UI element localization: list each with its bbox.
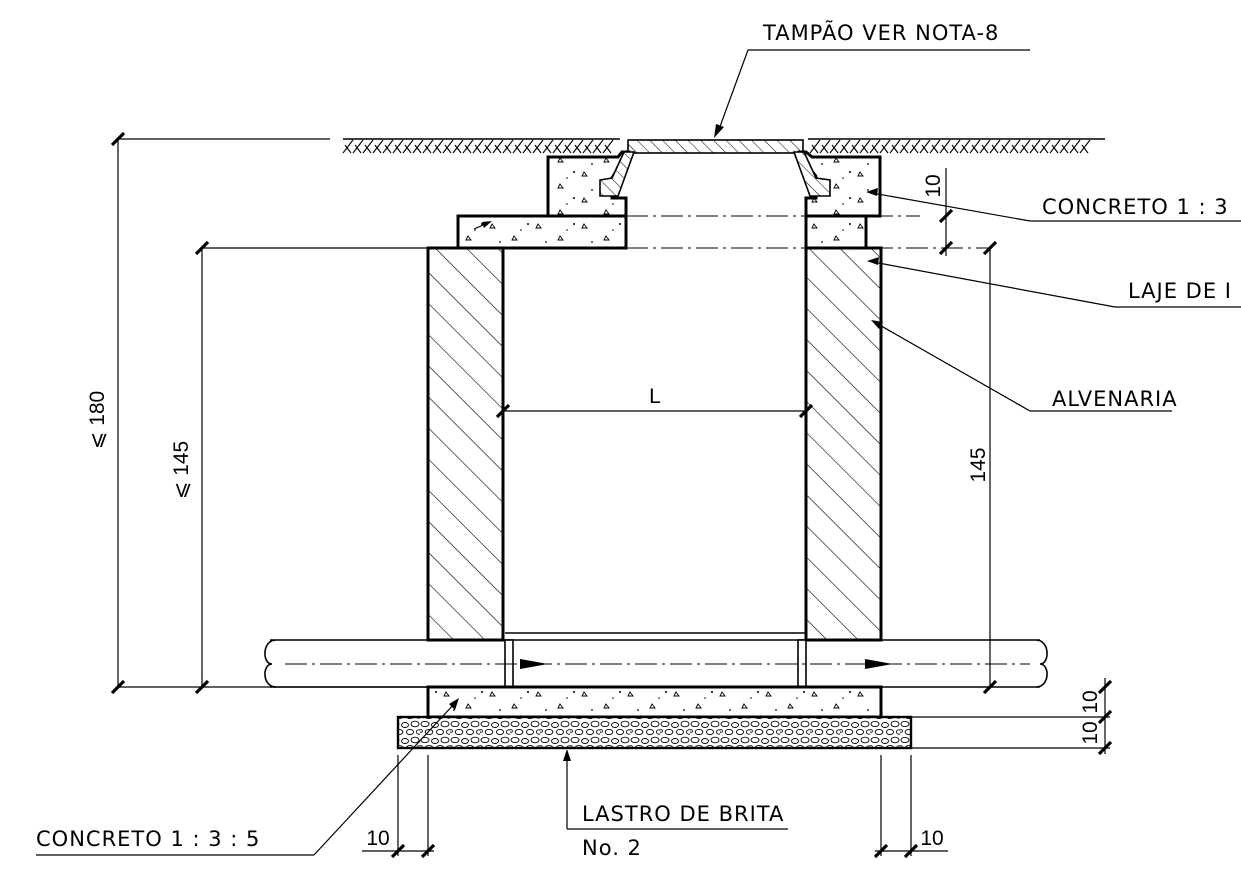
slab-centerlines [626, 215, 990, 249]
masonry-wall-left [426, 246, 505, 642]
concreto-top-text: CONCRETO 1 : 3 [1042, 195, 1229, 219]
left-offset-label: 10 [366, 827, 389, 850]
label-lastro: LASTRO DE BRITA No. 2 [563, 749, 788, 860]
dimension-left-offset: 10 [362, 755, 436, 859]
inner-height-left-label: ⩽ 145 [170, 441, 193, 499]
base-gravel-dim-label: 10 [1079, 721, 1102, 744]
label-concreto-top: CONCRETO 1 : 3 [473, 188, 1241, 230]
dimension-width-l: L [495, 385, 814, 419]
base-concrete-slab [426, 685, 883, 719]
alvenaria-text: ALVENARIA [1052, 387, 1178, 411]
lid-frame-left [599, 151, 636, 197]
dimension-total-height: ⩽ 180 [86, 131, 428, 695]
total-height-label: ⩽ 180 [86, 391, 109, 449]
pipe [264, 632, 1048, 688]
masonry-wall-right [804, 246, 883, 642]
dimension-inner-height-left: ⩽ 145 [170, 240, 428, 695]
base-concrete-dim-label: 10 [1079, 690, 1102, 713]
dimension-inner-height-right: 145 [967, 240, 998, 695]
laje-text: LAJE DE I [1128, 279, 1232, 303]
label-tampao: TAMPÃO VER NOTA-8 [714, 19, 1030, 138]
label-laje: LAJE DE I [867, 257, 1241, 308]
flow-arrow-left [520, 659, 548, 669]
dimension-base-layers: 10 10 [881, 678, 1113, 756]
label-alvenaria: ALVENARIA [871, 320, 1178, 412]
tampao-text: TAMPÃO VER NOTA-8 [762, 19, 999, 45]
dimension-slab-thickness: 10 [922, 168, 954, 256]
cover-slab [456, 214, 868, 250]
ground-surface [342, 138, 1105, 154]
width-l-label: L [649, 385, 661, 408]
dimension-right-offset: 10 [873, 755, 948, 859]
lastro-line1-text: LASTRO DE BRITA [582, 802, 784, 826]
right-offset-label: 10 [920, 827, 943, 850]
flow-arrow-right [865, 659, 893, 669]
lastro-line2-text: No. 2 [582, 836, 642, 860]
slab-thickness-label: 10 [922, 174, 945, 197]
concreto-bottom-text: CONCRETO 1 : 3 : 5 [36, 827, 260, 851]
label-concreto-bottom: CONCRETO 1 : 3 : 5 [36, 698, 459, 856]
lid-frame-right [792, 151, 831, 197]
inner-height-right-label: 145 [967, 447, 990, 482]
top-collar-concrete [546, 150, 882, 218]
gravel-bed [396, 715, 913, 750]
manhole-lid [627, 139, 804, 154]
